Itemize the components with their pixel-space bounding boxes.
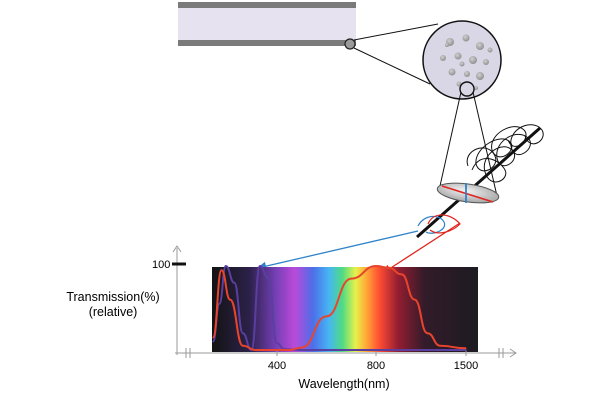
series-1-point-10 <box>301 349 303 351</box>
particle-icon <box>462 34 470 42</box>
x-axis-break-left <box>185 348 191 358</box>
particle-icon <box>440 55 446 61</box>
transmission-chart: 100 400 800 1500 Wavelength(nm) Transmis… <box>66 245 517 391</box>
series-2-point-17 <box>465 347 467 349</box>
series-2-point-1 <box>220 269 223 271</box>
arrow-blue-icon <box>257 230 419 271</box>
series-2-point-8 <box>301 346 303 349</box>
series-1-point-7 <box>267 278 270 280</box>
x-axis-arrow <box>509 348 517 358</box>
series-1-point-8 <box>276 342 278 344</box>
series-1-point-4 <box>242 332 244 334</box>
series-1-point-14 <box>426 349 428 351</box>
wave-blue <box>417 215 446 234</box>
series-2-point-12 <box>388 267 390 269</box>
lens-icon <box>436 182 500 204</box>
y-axis-subtitle: (relative) <box>89 305 138 319</box>
polarized-wave-icon <box>417 214 461 234</box>
series-2-point-7 <box>288 349 290 351</box>
spectrum-haze <box>212 267 478 352</box>
particle-icon <box>445 43 449 47</box>
y-axis-title: Transmission(%) <box>66 290 159 304</box>
tube-icon <box>178 2 356 46</box>
particle-icon <box>448 68 456 76</box>
tube-top-band <box>178 2 356 8</box>
series-1-point-12 <box>375 349 377 351</box>
magnifier-circle-icon <box>422 20 502 100</box>
y-tick-label: 100 <box>152 259 170 271</box>
particle-icon <box>456 81 462 87</box>
particle-icon <box>469 56 477 64</box>
zoom-point <box>344 38 356 50</box>
series-line-1 <box>212 265 466 351</box>
series-1-point-3 <box>233 282 235 284</box>
arrow-red-icon <box>382 222 461 274</box>
tube-interior <box>178 5 356 43</box>
series-2-point-4 <box>255 349 257 351</box>
series-1-point-13 <box>401 349 403 351</box>
particle-cluster <box>440 34 493 90</box>
particle-icon <box>459 61 465 67</box>
x-tick-label-400: 400 <box>268 360 286 372</box>
series-1-point-6 <box>259 265 261 267</box>
series-2-point-2 <box>229 299 231 301</box>
magnifier-body <box>422 20 502 100</box>
particle-highlight <box>459 81 475 97</box>
series-layer <box>212 265 467 351</box>
particle-icon <box>454 52 462 60</box>
x-axis-break-right <box>498 348 504 358</box>
series-2-point-0 <box>212 336 214 338</box>
x-axis-title: Wavelength(nm) <box>298 377 389 391</box>
particle-icon <box>483 59 489 65</box>
lens-body <box>436 182 500 204</box>
series-1-point-1 <box>218 303 220 305</box>
series-1-point-11 <box>325 349 328 351</box>
x-tick-label-1500: 1500 <box>454 360 478 372</box>
series-2-point-3 <box>242 345 244 347</box>
series-2-point-11 <box>375 265 377 267</box>
tube-bottom-band <box>178 40 356 46</box>
particle-icon <box>474 86 478 90</box>
zoom-line-top <box>353 23 439 41</box>
series-2-point-5 <box>267 349 270 351</box>
series-2-point-16 <box>439 345 441 347</box>
series-1-point-2 <box>225 265 227 267</box>
light-beam <box>416 126 541 239</box>
wave-red <box>427 214 461 234</box>
series-2-point-10 <box>350 278 352 280</box>
zoom-line-bottom <box>353 47 431 85</box>
cone-line-right <box>472 91 498 197</box>
particle-icon <box>487 47 493 53</box>
lens-red-axis <box>441 185 494 203</box>
series-1-point-15 <box>465 349 467 351</box>
series-1-point-0 <box>212 341 214 343</box>
series-2-point-6 <box>276 349 278 351</box>
particle-icon <box>464 71 470 77</box>
series-2-point-14 <box>414 299 416 301</box>
wave-helix-a <box>471 124 544 183</box>
series-line-2 <box>212 265 467 351</box>
series-2-point-9 <box>325 315 328 317</box>
wave-helix-b <box>466 126 527 172</box>
series-2-point-15 <box>426 332 428 334</box>
cone-line-left <box>439 91 462 187</box>
y-axis-arrow <box>172 245 182 253</box>
wave-helix-icon <box>466 124 544 183</box>
x-tick-label-800: 800 <box>367 360 385 372</box>
particle-icon <box>476 42 484 50</box>
particle-icon <box>476 72 484 80</box>
series-2-point-13 <box>401 273 403 275</box>
